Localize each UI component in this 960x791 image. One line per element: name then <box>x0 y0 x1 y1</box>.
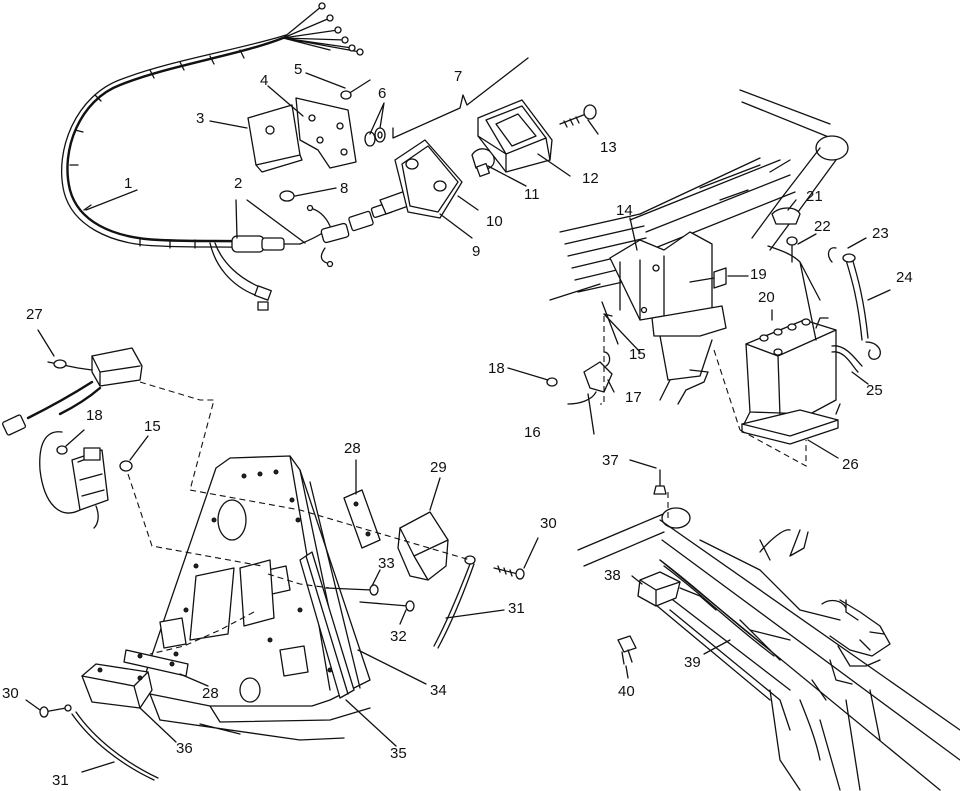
screw-30-left <box>39 704 72 718</box>
callout-25: 25 <box>866 382 883 399</box>
terminal-cap-21 <box>771 207 801 225</box>
ground-wire-31-left <box>71 711 159 781</box>
callout-29: 29 <box>430 459 447 476</box>
switch-38 <box>637 571 717 611</box>
washers-6 <box>364 127 386 147</box>
ground-wire-31-right <box>433 555 476 649</box>
battery-tray-26 <box>741 403 841 445</box>
wiring-harness-group <box>60 2 411 311</box>
clip-17 <box>546 351 613 405</box>
mounting-plate-4 <box>295 97 357 169</box>
callout-30-left: 30 <box>2 685 19 702</box>
relay-40 <box>617 635 637 665</box>
callout-16: 16 <box>524 424 541 441</box>
callout-31-left: 31 <box>52 772 69 789</box>
nut-8 <box>279 190 295 202</box>
dash-lines-left <box>127 381 471 655</box>
callout-10: 10 <box>486 213 503 230</box>
callout-39: 39 <box>684 654 701 671</box>
callout-5: 5 <box>294 61 303 78</box>
callout-8: 8 <box>340 180 349 197</box>
callout-37: 37 <box>602 452 619 469</box>
callout-18-right: 18 <box>488 360 505 377</box>
callout-35: 35 <box>390 745 407 762</box>
callout-3: 3 <box>196 110 205 127</box>
callout-31-right: 31 <box>508 600 525 617</box>
callout-19: 19 <box>750 266 767 283</box>
front-frame-group <box>577 469 960 791</box>
bracket-28-upper <box>343 489 381 549</box>
bracket-3 <box>247 104 303 173</box>
assembly-bracket-7 <box>392 57 529 139</box>
leader-lines-top-left <box>85 72 599 244</box>
callout-22: 22 <box>814 218 831 235</box>
callout-17: 17 <box>625 389 642 406</box>
cdi-module-27 <box>1 347 143 436</box>
callout-30-right: 30 <box>540 515 557 532</box>
callout-27: 27 <box>26 306 43 323</box>
callout-15-right: 15 <box>629 346 646 363</box>
bolt-22 <box>767 236 821 341</box>
callout-4: 4 <box>260 72 269 89</box>
callout-20: 20 <box>758 289 775 306</box>
lens-housing-10 <box>394 139 463 219</box>
vent-tube-25 <box>831 345 863 373</box>
regulator-29 <box>397 511 449 581</box>
screw-13 <box>559 104 597 128</box>
cover-36 <box>81 663 153 709</box>
leader-lines-bottom-right <box>625 459 731 679</box>
leader-lines-top-right <box>507 199 891 459</box>
bolt-33 <box>325 584 415 612</box>
callout-7: 7 <box>454 68 463 85</box>
callout-23: 23 <box>872 225 889 242</box>
callout-28-lower: 28 <box>202 685 219 702</box>
reinforcement-35 <box>299 551 355 699</box>
callout-2: 2 <box>234 175 243 192</box>
callout-14: 14 <box>616 202 633 219</box>
leader-lines-left <box>25 329 539 773</box>
callout-1: 1 <box>124 175 133 192</box>
callout-18-left: 18 <box>86 407 103 424</box>
callout-12: 12 <box>582 170 599 187</box>
callout-9: 9 <box>472 243 481 260</box>
callout-11: 11 <box>524 186 540 203</box>
dash-lines-top-right <box>600 316 807 467</box>
callout-32: 32 <box>390 628 407 645</box>
battery-20 <box>745 317 837 417</box>
callout-28-upper: 28 <box>344 440 361 457</box>
bolt-5 <box>340 79 371 100</box>
rear-frame-group <box>549 89 849 405</box>
screw-30-right <box>493 565 525 580</box>
callout-15-left: 15 <box>144 418 161 435</box>
ignition-coil-18 <box>39 431 133 529</box>
tail-lens-12 <box>477 99 553 173</box>
callout-24: 24 <box>896 269 913 286</box>
battery-cable-24 <box>827 247 881 360</box>
callout-26: 26 <box>842 456 859 473</box>
callout-36: 36 <box>176 740 193 757</box>
callout-21: 21 <box>806 188 823 205</box>
callout-33: 33 <box>378 555 395 572</box>
callout-34: 34 <box>430 682 447 699</box>
callout-13: 13 <box>600 139 617 156</box>
callout-40: 40 <box>618 683 635 700</box>
mounting-panel-34 <box>139 455 371 741</box>
callout-38: 38 <box>604 567 621 584</box>
callout-6: 6 <box>378 85 387 102</box>
bulb-11 <box>471 148 495 178</box>
